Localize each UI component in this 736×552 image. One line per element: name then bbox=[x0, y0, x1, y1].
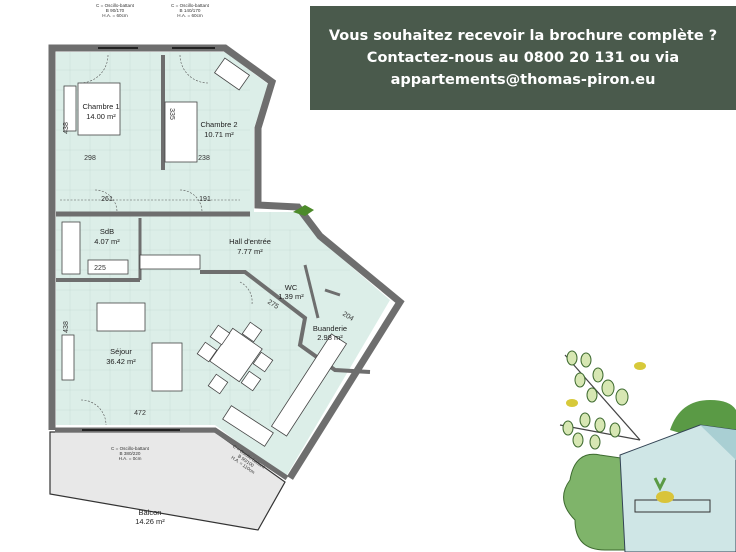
banner-line-1: Vous souhaitez recevoir la brochure comp… bbox=[328, 28, 718, 44]
bed-chambre-1 bbox=[77, 82, 121, 136]
svg-text:14.00 m²: 14.00 m² bbox=[86, 112, 116, 121]
room-chambre-2: Chambre 210.71 m² bbox=[200, 120, 237, 139]
furniture bbox=[61, 57, 348, 447]
svg-text:7.77 m²: 7.77 m² bbox=[237, 247, 263, 256]
svg-text:H.A. = 0cm: H.A. = 0cm bbox=[119, 456, 142, 461]
svg-text:472: 472 bbox=[134, 410, 146, 417]
svg-text:B 140/170: B 140/170 bbox=[180, 8, 201, 13]
window-label-1: C = Oscillo-battant B 90/170 H.A. = 60cm bbox=[96, 3, 135, 18]
svg-text:C = Oscillo-battant: C = Oscillo-battant bbox=[171, 3, 210, 8]
svg-text:H.A. = 60cm: H.A. = 60cm bbox=[102, 13, 128, 18]
banner-line-2: Contactez-nous au 0800 20 131 ou via bbox=[366, 50, 680, 66]
svg-text:191: 191 bbox=[199, 196, 211, 203]
svg-text:2.98 m²: 2.98 m² bbox=[317, 333, 343, 342]
svg-text:SdB: SdB bbox=[100, 227, 114, 236]
banner-email: appartements@thomas-piron.eu bbox=[390, 72, 656, 88]
svg-text:225: 225 bbox=[94, 265, 106, 272]
svg-text:335: 335 bbox=[168, 108, 175, 120]
svg-text:1.39 m²: 1.39 m² bbox=[278, 292, 304, 301]
room-wc: WC1.39 m² bbox=[278, 283, 304, 301]
bathtub bbox=[61, 221, 81, 275]
decorative-illustration bbox=[559, 350, 736, 552]
room-chambre-1: Chambre 114.00 m² bbox=[82, 102, 119, 121]
window-label-2: C = Oscillo-battant B 140/170 H.A. = 60c… bbox=[171, 3, 210, 18]
svg-text:36.42 m²: 36.42 m² bbox=[106, 357, 136, 366]
door-swings bbox=[60, 54, 253, 426]
svg-text:Chambre 1: Chambre 1 bbox=[82, 102, 119, 111]
bed-chambre-2 bbox=[164, 101, 198, 163]
svg-text:238: 238 bbox=[198, 155, 210, 162]
entrance-arrow-icon bbox=[293, 205, 314, 216]
svg-text:C = Oscillo-battant: C = Oscillo-battant bbox=[111, 446, 150, 451]
walls bbox=[48, 44, 405, 481]
svg-text:C = Oscillo-battant: C = Oscillo-battant bbox=[96, 3, 135, 8]
svg-text:261: 261 bbox=[101, 196, 113, 203]
svg-text:WC: WC bbox=[285, 283, 298, 292]
kitchen-counter bbox=[270, 333, 348, 437]
svg-text:438: 438 bbox=[63, 122, 70, 134]
svg-text:B 380/220: B 380/220 bbox=[120, 451, 141, 456]
sofa bbox=[96, 302, 146, 332]
svg-text:14.26 m²: 14.26 m² bbox=[135, 517, 165, 526]
svg-text:298: 298 bbox=[84, 155, 96, 162]
brochure-contact-banner: Vous souhaitez recevoir la brochure comp… bbox=[310, 6, 736, 110]
svg-text:10.71 m²: 10.71 m² bbox=[204, 130, 234, 139]
svg-text:Balcon: Balcon bbox=[139, 508, 162, 517]
svg-text:B 90/170: B 90/170 bbox=[106, 8, 125, 13]
svg-text:Séjour: Séjour bbox=[110, 347, 132, 356]
svg-text:438: 438 bbox=[63, 321, 70, 333]
svg-text:H.A. = 60cm: H.A. = 60cm bbox=[177, 13, 203, 18]
svg-text:Hall d'entrée: Hall d'entrée bbox=[229, 237, 271, 246]
svg-text:Buanderie: Buanderie bbox=[313, 324, 347, 333]
window-marks bbox=[82, 47, 215, 431]
floor-areas bbox=[49, 52, 390, 531]
window-label-3: C = Oscillo-battant B 380/220 H.A. = 0cm bbox=[111, 446, 150, 461]
armchair bbox=[151, 342, 183, 392]
svg-text:Chambre 2: Chambre 2 bbox=[200, 120, 237, 129]
svg-text:4.07 m²: 4.07 m² bbox=[94, 237, 120, 246]
